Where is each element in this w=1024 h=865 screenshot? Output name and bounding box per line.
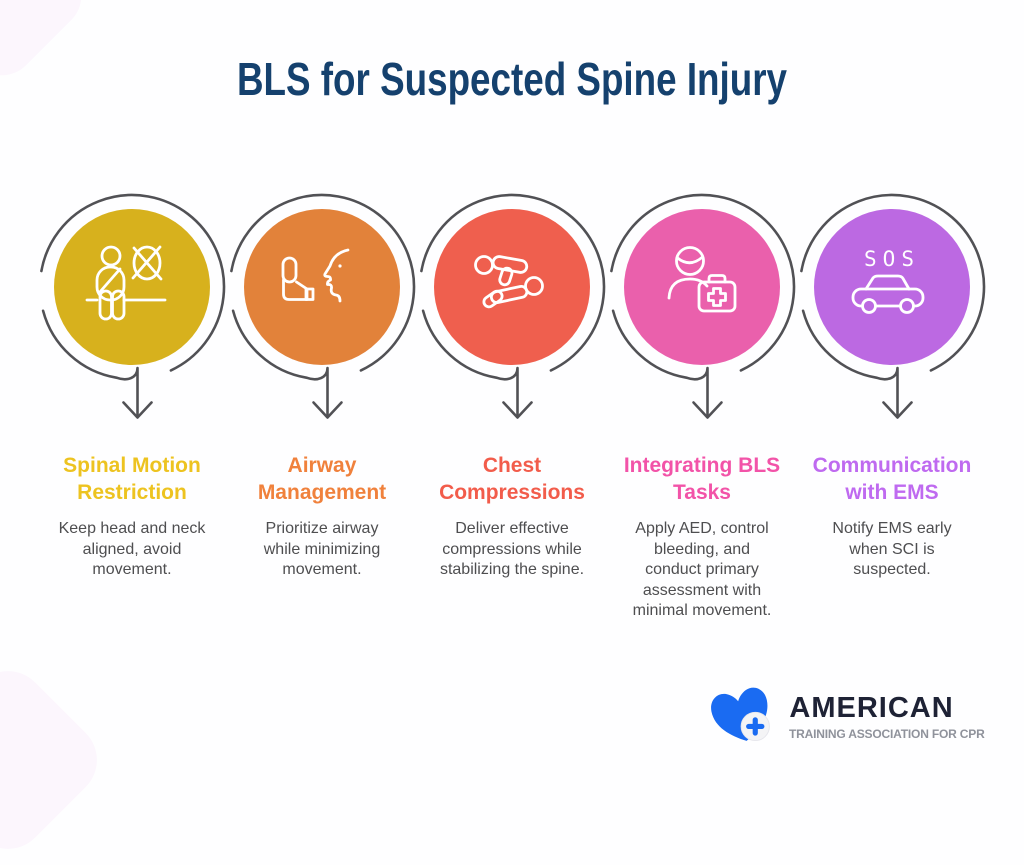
brand-logo: AMERICAN TRAINING ASSOCIATION FOR CPR (710, 686, 991, 748)
step-description: Keep head and neck aligned, avoid moveme… (58, 520, 206, 578)
step-circle (624, 209, 780, 365)
down-arrow-icon (122, 401, 153, 419)
step-heading: Communication with EMS (812, 454, 972, 504)
step-circle (814, 209, 970, 365)
corner-decoration-top-left (0, 0, 96, 90)
inhaler-mouth-icon (281, 248, 350, 303)
loop-arrow-outline (800, 193, 986, 419)
down-arrow-icon (502, 401, 533, 419)
sos-vehicle-icon: SOS (851, 247, 925, 314)
loop-arrow-outline (420, 193, 606, 419)
brand-text: AMERICAN TRAINING ASSOCIATION FOR CPR (789, 691, 991, 741)
step-heading: Airway Management (257, 454, 387, 504)
step-airway-management: Airway Management Prioritize airway whil… (227, 192, 417, 622)
loop-arrow-outline (230, 193, 416, 419)
sos-label: SOS (864, 247, 920, 271)
down-arrow-icon (882, 401, 913, 419)
seatbelt-person-no-motion-icon (85, 245, 167, 321)
step-circle (54, 209, 210, 365)
step-description: Deliver effective compressions while sta… (439, 520, 585, 578)
step-circle (244, 209, 400, 365)
step-badge (230, 193, 416, 419)
down-arrow-icon (692, 401, 723, 419)
step-badge (420, 193, 606, 419)
step-description: Prioritize airway while minimizing movem… (263, 520, 381, 578)
step-badge: SOS (800, 193, 986, 419)
step-heading: Spinal Motion Restriction (63, 454, 201, 504)
step-spinal-motion-restriction: Spinal Motion Restriction Keep head and … (37, 192, 227, 622)
heart-cross-icon (711, 687, 771, 742)
brand-name: AMERICAN (789, 691, 954, 724)
step-communication-with-ems: SOS Communication with EMS Notify EMS ea… (797, 192, 987, 622)
page-title: BLS for Suspected Spine Injury (236, 53, 788, 105)
loop-arrow-outline (40, 193, 226, 419)
brand-tagline: TRAINING ASSOCIATION FOR CPR (789, 726, 985, 741)
step-badge (610, 193, 796, 419)
step-badge (40, 193, 226, 419)
responder-first-aid-kit-icon (667, 246, 737, 313)
loop-arrow-outline (610, 193, 796, 419)
step-chest-compressions: Chest Compressions Deliver effective com… (417, 192, 607, 622)
step-heading: Integrating BLS Tasks (623, 454, 781, 504)
steps-row: Spinal Motion Restriction Keep head and … (37, 192, 987, 622)
step-description: Apply AED, control bleeding, and conduct… (632, 520, 772, 619)
corner-decoration-bottom-left (0, 655, 113, 865)
step-heading: Chest Compressions (439, 454, 585, 504)
cpr-compression-icon (474, 255, 544, 309)
step-description: Notify EMS early when SCI is suspected. (832, 520, 952, 578)
down-arrow-icon (312, 401, 343, 419)
step-integrating-bls-tasks: Integrating BLS Tasks Apply AED, control… (607, 192, 797, 622)
